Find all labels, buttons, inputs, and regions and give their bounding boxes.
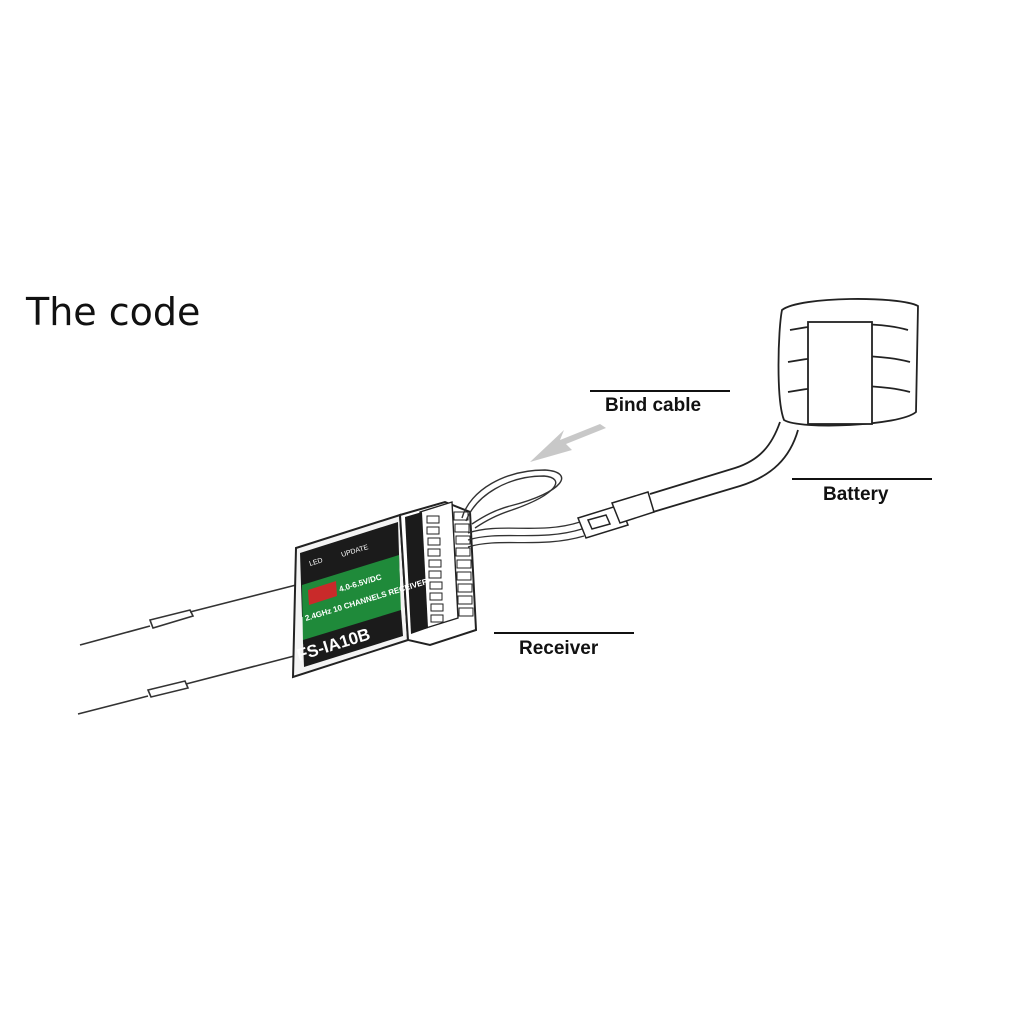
receiver-body xyxy=(291,500,478,679)
bind-cable-rule xyxy=(590,390,730,392)
power-wires xyxy=(467,521,585,548)
bind-cable xyxy=(461,469,563,529)
battery-rule xyxy=(792,478,932,480)
bind-cable-label: Bind cable xyxy=(605,395,702,416)
led-label: LED xyxy=(309,557,324,568)
battery-pack xyxy=(777,298,919,427)
battery-label: Battery xyxy=(823,484,889,505)
bind-cable-arrow xyxy=(530,424,606,462)
pin-header xyxy=(426,511,474,623)
receiver-callout-label: Receiver xyxy=(519,638,599,659)
battery-plug xyxy=(577,491,655,539)
antenna-upper xyxy=(79,583,301,646)
antenna-lower xyxy=(77,654,299,715)
receiver-rule xyxy=(494,632,634,634)
battery-lead xyxy=(649,421,799,513)
page-title: The code xyxy=(26,290,201,334)
